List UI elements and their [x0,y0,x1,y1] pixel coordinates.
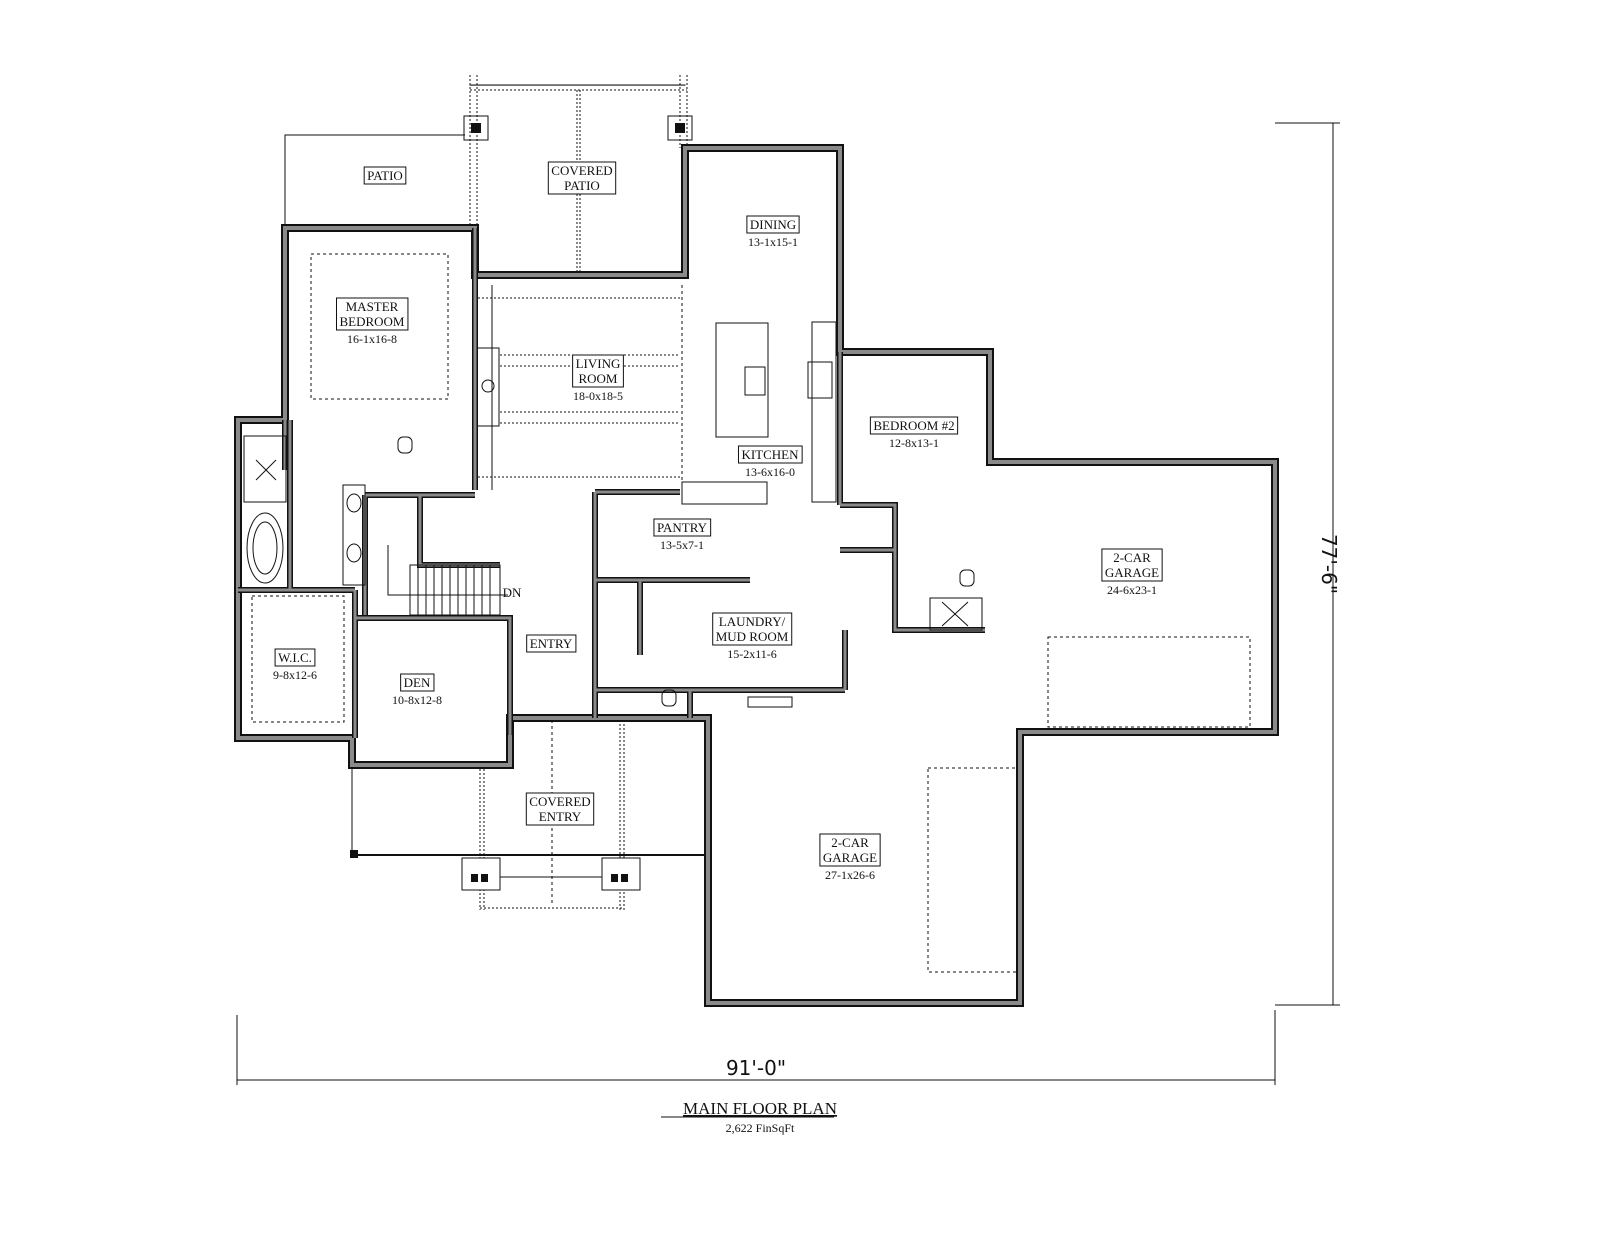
room-name: COVERED [529,794,590,809]
master-ceiling-tray [310,253,449,400]
room-name: 2-CAR [831,835,869,850]
room-label-pantry: PANTRY 13-5x7-1 [653,518,712,552]
room-size: 9-8x12-6 [273,668,317,682]
door-step [747,696,793,708]
garage-door-front [927,767,1021,973]
toilet-icon [661,689,677,707]
room-name: BEDROOM [339,314,404,329]
room-name: PANTRY [657,520,708,535]
room-name: KITCHEN [741,447,799,462]
stair-dn-label: DN [503,585,522,600]
column-icon [667,115,693,141]
wic-shelving [251,595,345,723]
room-name: COVERED [551,163,612,178]
room-name: LIVING [576,356,621,371]
shower-icon [929,597,983,631]
room-size: 13-5x7-1 [660,538,704,552]
exterior-walls [234,144,1279,1007]
dimension-width: 91'-0" [236,1010,1276,1085]
room-name: W.I.C. [278,650,312,665]
shower-icon [243,435,287,503]
bathtub-icon [246,512,284,584]
range-icon [807,361,833,399]
room-size: 13-6x16-0 [745,465,795,479]
room-name: ENTRY [539,809,582,824]
room-name: 2-CAR [1113,550,1151,565]
plan-subtitle: 2,622 FinSqFt [726,1121,795,1135]
width-dimension-label: 91'-0" [726,1056,786,1080]
room-name: PATIO [367,168,403,183]
room-size: 16-1x16-8 [347,332,397,346]
room-label-laundry: LAUNDRY/MUD ROOM 15-2x11-6 [712,612,793,661]
plan-title: MAIN FLOOR PLAN [683,1099,837,1118]
room-label-patio: PATIO [363,166,407,185]
room-label-den: DEN 10-8x12-8 [392,673,442,707]
column-icon [601,857,641,891]
room-name: DEN [404,675,431,690]
room-size: 13-1x15-1 [748,235,798,249]
room-name: ROOM [578,371,617,386]
stairs [387,545,508,616]
toilet-icon [959,569,975,587]
room-name: GARAGE [1105,565,1159,580]
room-size: 27-1x26-6 [825,868,875,882]
fireplace-icon [476,347,500,427]
room-name: GARAGE [823,850,877,865]
patio-outline [284,75,693,275]
room-label-dining: DINING 13-1x15-1 [746,215,800,249]
room-label-entry: ENTRY [526,634,577,653]
room-size: 18-0x18-5 [573,389,623,403]
room-label-wic: W.I.C. 9-8x12-6 [273,648,317,682]
room-size: 10-8x12-8 [392,693,442,707]
sink-icon [744,366,766,396]
dimension-depth: 77'-6" [1275,122,1341,1006]
room-name: ENTRY [530,636,573,651]
toilet-icon [397,436,413,454]
room-size: 15-2x11-6 [727,647,777,661]
room-name: MUD ROOM [716,629,789,644]
kitchen-island [681,321,837,505]
column-icon [461,857,501,891]
depth-dimension-label: 77'-6" [1317,534,1341,594]
room-name: BEDROOM #2 [873,418,954,433]
room-label-kitchen: KITCHEN 13-6x16-0 [737,445,803,479]
column-icon [463,115,489,141]
room-size: 24-6x23-1 [1107,583,1157,597]
room-name: DINING [750,217,796,232]
room-name: PATIO [564,178,600,193]
room-name: MASTER [346,299,399,314]
room-label-bedroom-2: BEDROOM #2 12-8x13-1 [869,416,959,450]
room-name: LAUNDRY/ [719,614,786,629]
garage-door-right [1047,636,1251,728]
room-size: 12-8x13-1 [889,436,939,450]
vanity-icon [342,484,366,586]
